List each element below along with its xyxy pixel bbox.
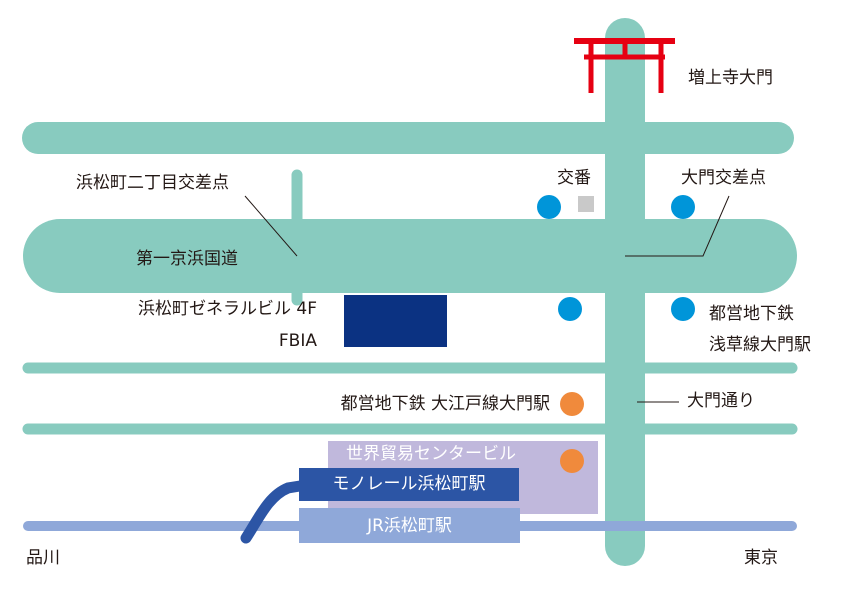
shinagawa-label: 品川	[26, 548, 60, 568]
asakusa-exit-icon	[537, 195, 561, 219]
torii-icon	[574, 38, 675, 93]
monorail-station-label: モノレール浜松町駅	[332, 474, 486, 494]
oedo-line-label: 都営地下鉄 大江戸線大門駅	[340, 394, 550, 414]
building-name-label: 浜松町ゼネラルビル 4F	[138, 299, 317, 319]
koban-icon	[578, 196, 594, 212]
fbia-building	[344, 295, 447, 347]
asakusa-line-label-2: 浅草線大門駅	[709, 335, 811, 355]
monorail-station-box	[299, 468, 519, 501]
oedo-exit-icon	[560, 449, 584, 473]
koban-label: 交番	[557, 168, 591, 188]
asakusa-exit-icon	[671, 297, 695, 321]
leader-line-hamamatsucho-intersection	[244, 195, 298, 257]
daimon-dori-label: 大門通り	[687, 391, 755, 411]
leader-line-daimon-intersection	[625, 195, 730, 257]
asakusa-line-label-1: 都営地下鉄	[709, 304, 794, 324]
daimon-intersection-label: 大門交差点	[681, 168, 766, 188]
fbia-label: FBIA	[278, 331, 317, 351]
monorail-track	[240, 480, 306, 544]
asakusa-exit-icon	[671, 195, 695, 219]
daiichi-keihin-label: 第一京浜国道	[136, 249, 238, 269]
hamamatsucho-intersection-label: 浜松町二丁目交差点	[76, 173, 229, 193]
asakusa-exit-icon	[558, 297, 582, 321]
zojoji-daimon-label: 増上寺大門	[688, 68, 773, 88]
oedo-exit-icon	[560, 392, 584, 416]
tokyo-label: 東京	[744, 548, 778, 568]
wtc-label: 世界貿易センタービル	[346, 444, 516, 464]
jr-station-box	[299, 508, 520, 543]
jr-station-label: JR浜松町駅	[367, 516, 452, 536]
